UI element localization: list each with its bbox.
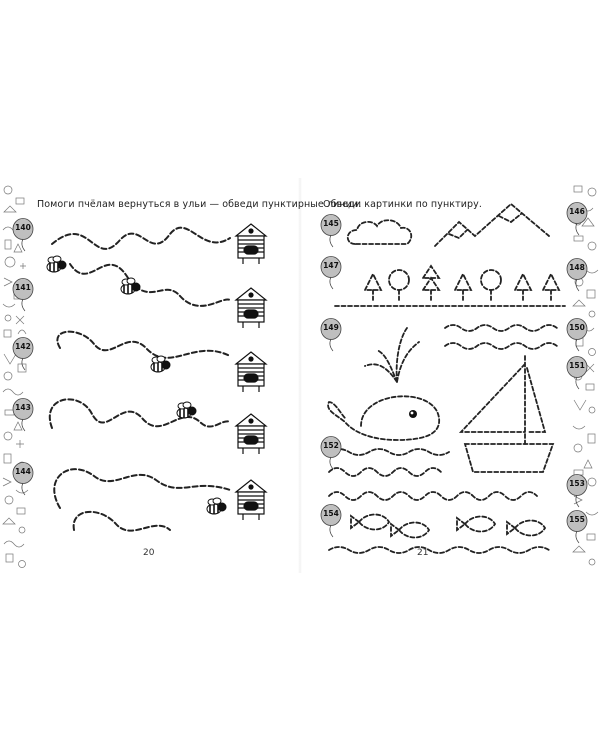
right-page-instruction: Обведи картинки по пунктиру. xyxy=(323,199,482,210)
balloon-number: 148 xyxy=(569,263,585,272)
tree-icon xyxy=(388,269,410,301)
beehive-icon xyxy=(234,351,268,392)
fish-icon xyxy=(390,521,431,539)
balloon-number: 147 xyxy=(323,261,339,270)
balloon-badge: 142 xyxy=(12,337,34,371)
balloon-badge: 148 xyxy=(566,258,588,292)
balloon-badge: 145 xyxy=(320,214,342,248)
balloon-number: 140 xyxy=(15,223,31,232)
dotted-path-1 xyxy=(51,226,231,250)
balloon-number: 153 xyxy=(569,479,585,488)
tree-icon xyxy=(480,269,502,301)
balloon-badge: 155 xyxy=(566,510,588,544)
tree-icon xyxy=(541,271,561,301)
dotted-path-6 xyxy=(72,510,171,532)
bee-icon xyxy=(120,277,141,295)
balloon-badge: 146 xyxy=(566,202,588,236)
beehive-icon xyxy=(234,223,268,264)
balloon-badge: 141 xyxy=(12,278,34,312)
page-number-left: 20 xyxy=(143,548,155,558)
page-number-right: 21 xyxy=(417,548,429,558)
beehive-icon xyxy=(234,413,268,454)
tree-icon xyxy=(513,271,533,301)
balloon-number: 142 xyxy=(15,342,31,351)
whale-icon xyxy=(327,395,440,441)
balloon-number: 141 xyxy=(15,283,31,292)
balloon-badge: 147 xyxy=(320,256,342,290)
beehive-icon xyxy=(234,287,268,328)
balloon-number: 149 xyxy=(323,323,339,332)
balloon-badge: 153 xyxy=(566,474,588,508)
right-page: Обведи картинки по пунктиру. xyxy=(315,178,570,573)
dotted-path-3 xyxy=(56,330,231,359)
dotted-path-2 xyxy=(69,263,231,307)
bee-icon xyxy=(176,401,197,419)
beehive-icon xyxy=(234,479,268,520)
balloon-number: 144 xyxy=(15,467,31,476)
balloon-number: 155 xyxy=(569,515,585,524)
balloon-number: 146 xyxy=(569,207,585,216)
bee-maze-artwork xyxy=(46,223,268,532)
balloon-badge: 140 xyxy=(12,218,34,252)
fish-icon xyxy=(456,515,497,533)
dotted-path-5 xyxy=(53,468,231,509)
sailboat-icon xyxy=(463,443,555,473)
left-page-instruction: Помоги пчёлам вернуться в ульи — обведи … xyxy=(37,199,362,210)
balloon-badge: 154 xyxy=(320,504,342,538)
balloon-number: 154 xyxy=(323,509,339,518)
balloon-number: 150 xyxy=(569,323,585,332)
balloon-badge: 151 xyxy=(566,356,588,390)
balloon-badge: 150 xyxy=(566,318,588,352)
tree-icon xyxy=(453,271,473,301)
bee-icon xyxy=(206,497,227,515)
dotted-path-4 xyxy=(48,398,231,429)
fish-icon xyxy=(350,513,391,531)
balloon-badge: 144 xyxy=(12,462,34,496)
bee-icon xyxy=(150,355,171,373)
bee-icon xyxy=(46,255,67,273)
balloon-number: 152 xyxy=(323,441,339,450)
balloon-badge: 152 xyxy=(320,436,342,470)
balloon-badge: 143 xyxy=(12,398,34,432)
fish-icon xyxy=(506,519,547,537)
balloon-number: 145 xyxy=(323,219,339,228)
tree-icon xyxy=(421,264,441,301)
balloon-number: 151 xyxy=(569,361,585,370)
trace-pictures-artwork xyxy=(327,202,566,554)
balloon-badge: 149 xyxy=(320,318,342,352)
tree-icon xyxy=(363,271,383,301)
cloud-icon xyxy=(346,219,413,245)
left-page: Помоги пчёлам вернуться в ульи — обведи … xyxy=(30,178,361,573)
mountains-icon xyxy=(434,202,550,247)
page-gutter xyxy=(298,178,302,573)
balloon-number: 143 xyxy=(15,403,31,412)
